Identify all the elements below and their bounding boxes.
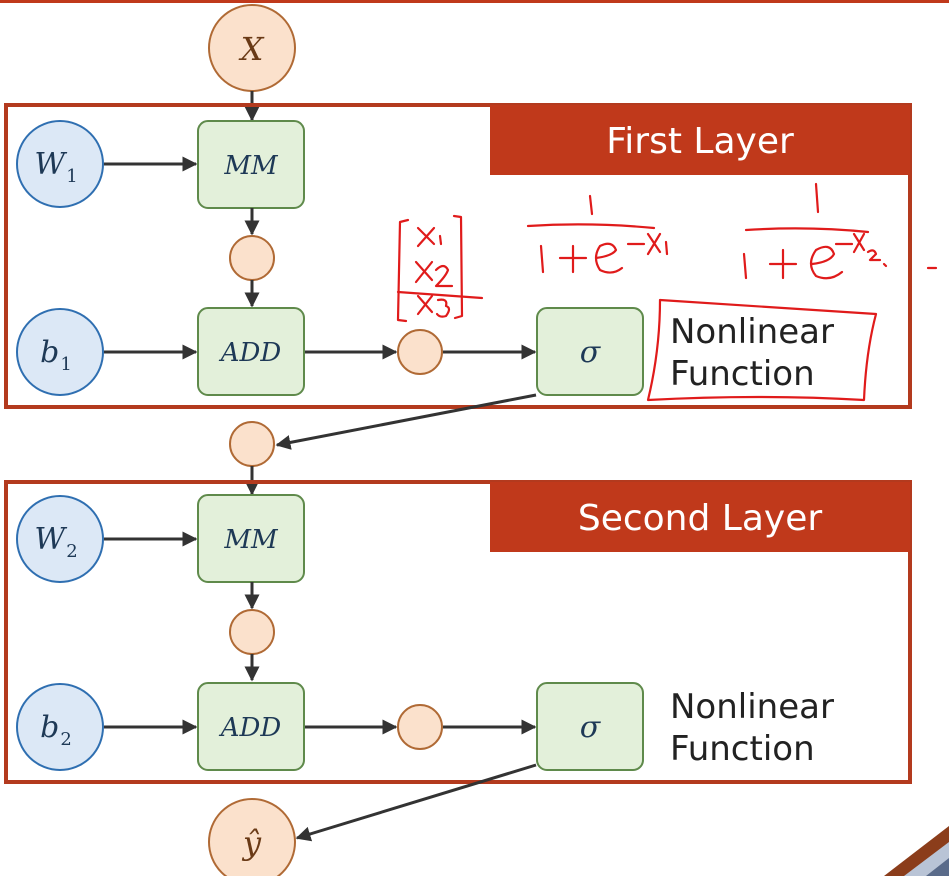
- svg-text:b2: b2: [40, 710, 72, 750]
- bias-node-1: b1: [16, 308, 104, 396]
- between-layers-node: [229, 421, 275, 467]
- second-layer-title: Second Layer: [578, 498, 823, 539]
- nonlinear-label-1-line2: Function: [670, 354, 815, 394]
- add-label-1: ADD: [219, 338, 282, 368]
- sigma-box-2: σ: [536, 682, 644, 771]
- intermediate-node-2a: [229, 609, 275, 655]
- mm-label-2: MM: [223, 525, 279, 555]
- ink-box-nonlinear: [646, 298, 878, 402]
- ink-sigmoid-x2: [742, 182, 938, 280]
- input-node: X: [208, 4, 296, 92]
- output-label: ŷ: [241, 824, 262, 862]
- first-layer-frame: [4, 103, 912, 409]
- add-box-2: ADD: [197, 682, 305, 771]
- first-layer-banner: [490, 105, 910, 175]
- bias-node-2: b2: [16, 683, 104, 771]
- first-layer: First Layer W1 MM b1 ADD σ Nonlinea: [4, 103, 912, 409]
- mm-label-1: MM: [223, 151, 279, 181]
- sigma-label-1: σ: [580, 335, 602, 370]
- nonlinear-label-1-line1: Nonlinear: [670, 312, 834, 352]
- nonlinear-label-2-line1: Nonlinear: [670, 687, 834, 727]
- input-label: X: [238, 30, 265, 68]
- intermediate-node-1b: [397, 329, 443, 375]
- intermediate-node-1a: [229, 235, 275, 281]
- mm-box-1: MM: [197, 120, 305, 209]
- second-layer: Second Layer W2 MM b2 ADD σ Nonline: [4, 480, 912, 784]
- ink-sigmoid-x1: [526, 194, 669, 274]
- edge-sigma2-to-output: [295, 763, 537, 842]
- add-box-1: ADD: [197, 307, 305, 396]
- nonlinear-label-2-line2: Function: [670, 729, 815, 769]
- intermediate-node-2b: [397, 704, 443, 750]
- sigma-label-2: σ: [580, 710, 602, 745]
- corner-photo-fragment: [884, 826, 949, 876]
- first-layer-title: First Layer: [606, 121, 794, 162]
- ink-vector-x: [396, 214, 484, 323]
- second-layer-banner: [490, 482, 910, 552]
- sigma-box-1: σ: [536, 307, 644, 396]
- mm-box-2: MM: [197, 494, 305, 583]
- add-label-2: ADD: [219, 713, 282, 743]
- weight-node-2: W2: [16, 495, 104, 583]
- svg-text:W1: W1: [34, 147, 77, 187]
- second-layer-frame: [4, 480, 912, 784]
- output-node: ŷ: [208, 798, 296, 876]
- edge-sigma1-to-between: [275, 393, 537, 450]
- top-rule: [0, 0, 949, 3]
- handwritten-annotations: [396, 182, 938, 402]
- weight-node-1: W1: [16, 120, 104, 208]
- svg-text:W2: W2: [34, 522, 77, 562]
- svg-text:b1: b1: [40, 335, 72, 375]
